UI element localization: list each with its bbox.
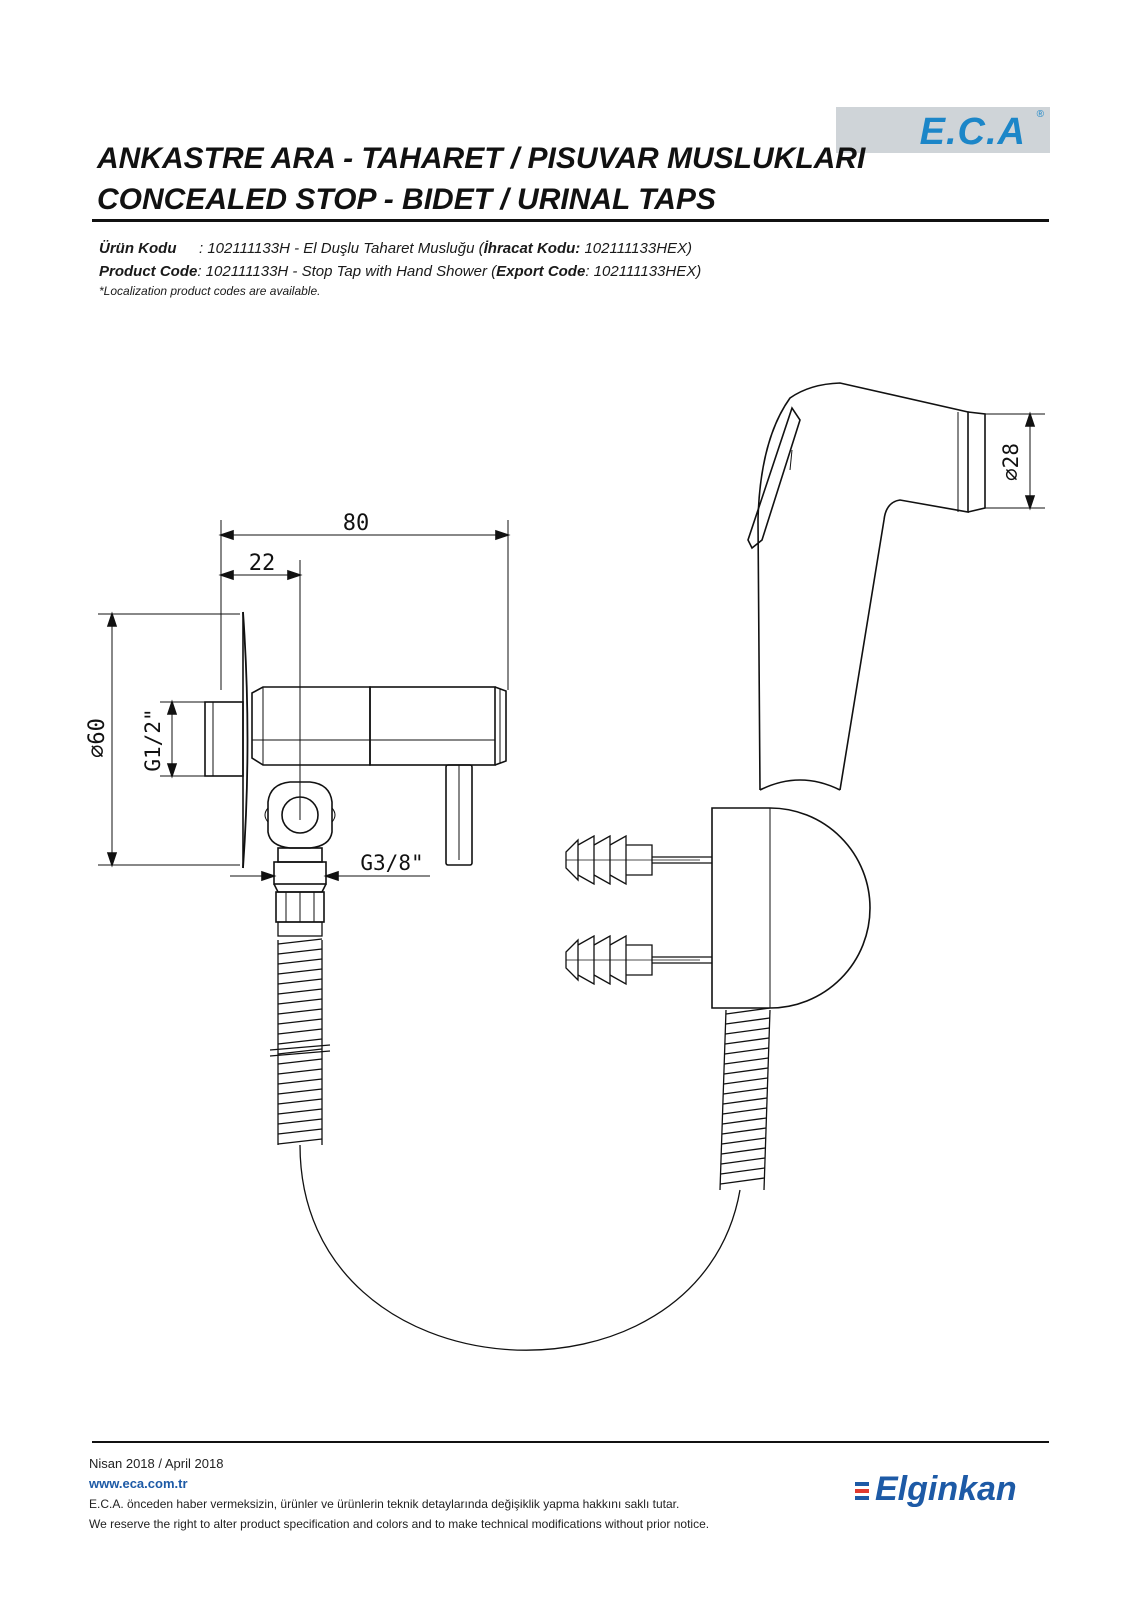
hose-coil bbox=[723, 1087, 768, 1095]
hose-coil bbox=[725, 1027, 770, 1035]
hose-coil bbox=[277, 1108, 323, 1115]
dimension-diameter-28: ⌀28 bbox=[985, 411, 1045, 511]
inlet-nut bbox=[204, 701, 244, 777]
hose-coil bbox=[721, 1147, 766, 1155]
title-english: CONCEALED STOP - BIDET / URINAL TAPS bbox=[97, 183, 716, 216]
dimension-g12-label: G1/2" bbox=[141, 708, 165, 771]
hose-coil bbox=[724, 1037, 770, 1045]
hose-arc bbox=[299, 1144, 741, 1351]
elginkan-mark-icon bbox=[855, 1479, 869, 1503]
product-code-en-value: : 102111133H - Stop Tap with Hand Shower… bbox=[197, 263, 497, 280]
hose-coil bbox=[722, 1117, 767, 1125]
dimension-80: 80 bbox=[218, 511, 511, 690]
hose-coil bbox=[277, 968, 323, 975]
hose-coil bbox=[277, 1028, 323, 1035]
hose-coil bbox=[725, 1007, 771, 1015]
lever-handle bbox=[445, 764, 473, 866]
dimension-g12: G1/2" bbox=[141, 699, 205, 779]
eca-logo-text: E.C.A bbox=[919, 111, 1026, 153]
wall-flange bbox=[242, 611, 249, 869]
hose-coil bbox=[277, 948, 323, 955]
hose-coil bbox=[277, 1018, 323, 1025]
export-code-en-value: : 102111133HEX) bbox=[585, 263, 702, 280]
hose-coil bbox=[722, 1097, 768, 1105]
dimension-diameter-60: ⌀60 bbox=[85, 611, 240, 868]
eca-logo: E.C.A ® bbox=[836, 107, 1050, 153]
header-divider bbox=[92, 219, 1049, 222]
localization-note: *Localization product codes are availabl… bbox=[99, 284, 321, 298]
dimension-80-label: 80 bbox=[343, 511, 370, 536]
hose-coil bbox=[721, 1137, 766, 1145]
wall-plug-bottom bbox=[565, 934, 712, 986]
wall-plug-top bbox=[565, 834, 712, 886]
dimension-22: 22 bbox=[218, 551, 303, 820]
dimension-g38-label: G3/8" bbox=[360, 851, 423, 875]
hose-coil bbox=[277, 1118, 323, 1125]
hose-coil bbox=[277, 1128, 323, 1135]
hose-coil bbox=[724, 1047, 769, 1055]
hose-coil bbox=[277, 998, 323, 1005]
product-code-en-label: Product Code bbox=[99, 263, 198, 280]
export-code-tr-label: İhracat Kodu: bbox=[483, 240, 581, 257]
export-code-en-label: Export Code bbox=[496, 263, 586, 280]
hose-coil bbox=[725, 1017, 770, 1025]
hose-coil bbox=[723, 1067, 769, 1075]
hose-coil bbox=[723, 1077, 768, 1085]
hose-coil bbox=[277, 978, 323, 985]
hose-coil bbox=[277, 1058, 323, 1065]
hose-coil bbox=[277, 958, 323, 965]
hose-coil bbox=[277, 1088, 323, 1095]
footer-divider bbox=[92, 1441, 1049, 1443]
dimension-diameter-60-label: ⌀60 bbox=[85, 718, 110, 758]
product-code-en: Product Code: 102111133H - Stop Tap with… bbox=[99, 263, 701, 280]
valve-body bbox=[251, 686, 507, 766]
hand-shower bbox=[747, 382, 986, 791]
hose-coil bbox=[277, 1078, 323, 1085]
export-code-tr-value: 102111133HEX) bbox=[580, 240, 693, 257]
product-code-tr: Ürün Kodu : 102111133H - El Duşlu Taharet… bbox=[99, 240, 692, 257]
hose-coil bbox=[724, 1057, 769, 1065]
hose-coil bbox=[277, 1138, 323, 1145]
product-code-tr-label: Ürün Kodu bbox=[99, 240, 177, 257]
hose-coil bbox=[277, 1048, 323, 1055]
disclaimer-english: We reserve the right to alter product sp… bbox=[89, 1517, 710, 1531]
hose-coil bbox=[277, 1098, 323, 1105]
elginkan-logo-text: Elginkan bbox=[875, 1470, 1017, 1508]
dimension-g38: G3/8" bbox=[230, 851, 430, 882]
hose-left bbox=[269, 921, 331, 1145]
hose-coil bbox=[277, 938, 323, 945]
hose-coil bbox=[720, 1167, 765, 1175]
hose-coil bbox=[277, 988, 323, 995]
dimension-22-label: 22 bbox=[249, 551, 276, 576]
hose-coil bbox=[277, 1068, 323, 1075]
wall-holder bbox=[711, 807, 871, 1009]
disclaimer-turkish: E.C.A. önceden haber vermeksizin, ürünle… bbox=[89, 1497, 680, 1511]
title-turkish: ANKASTRE ARA - TAHARET / PISUVAR MUSLUKL… bbox=[97, 142, 866, 175]
hose-coil bbox=[720, 1157, 766, 1165]
publication-date: Nisan 2018 / April 2018 bbox=[89, 1456, 224, 1471]
dimension-diameter-28-label: ⌀28 bbox=[999, 443, 1023, 481]
hose-coil bbox=[722, 1107, 767, 1115]
hose-coil bbox=[720, 1177, 765, 1185]
hose-coil bbox=[721, 1127, 767, 1135]
website-link[interactable]: www.eca.com.tr bbox=[89, 1476, 188, 1491]
hose-coil bbox=[277, 1038, 323, 1045]
hose-coil bbox=[277, 1008, 323, 1015]
hose-right bbox=[719, 1007, 771, 1191]
registered-mark: ® bbox=[1036, 109, 1044, 120]
elginkan-logo: Elginkan bbox=[855, 1470, 1017, 1509]
product-code-tr-value: : 102111133H - El Duşlu Taharet Musluğu … bbox=[199, 240, 484, 257]
